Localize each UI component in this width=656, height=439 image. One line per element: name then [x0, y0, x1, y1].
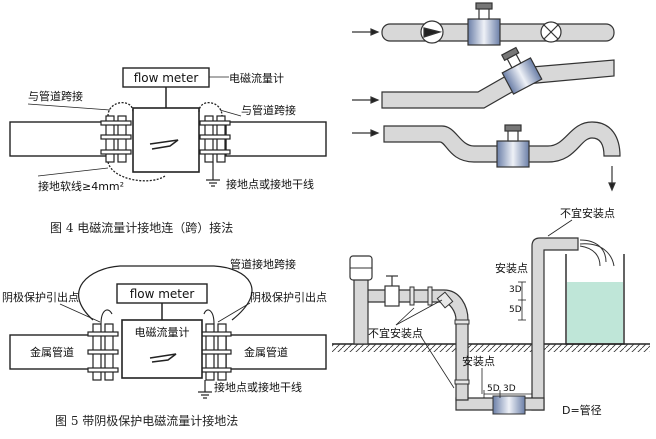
- fig5-ground-icon: [198, 391, 212, 399]
- fig5-right-flange: [200, 323, 232, 381]
- fig5-left-pipe: [9, 334, 95, 370]
- fig4-meter-name-label: 电磁流量计: [229, 71, 284, 85]
- fig4-ground-label: 接地点或接地干线: [226, 177, 314, 191]
- fig4-meter-box: [122, 67, 210, 88]
- fig5-meter-box: [116, 283, 208, 304]
- flow-arrow-icon: [370, 28, 380, 36]
- fig4-caption: 图 4 电磁流量计接地连（跨）接法: [50, 220, 233, 235]
- fig4-soft-wire: [107, 161, 166, 182]
- fig4-right-cross-label: 与管道跨接: [241, 103, 296, 117]
- row2-pipe: [381, 59, 615, 109]
- fig5-caption: 图 5 带阴极保护电磁流量计接地法: [55, 413, 238, 428]
- tank-water: [567, 282, 623, 343]
- pipe-layouts: [352, 2, 621, 192]
- dim-5d-label: 5D: [509, 305, 522, 315]
- fig4-right-pipe: [225, 121, 327, 157]
- fig4-left-cross-label: 与管道跨接: [28, 89, 83, 103]
- not-suitable-label: 不宜安装点: [368, 326, 423, 340]
- fig4-meter-body: [132, 107, 200, 173]
- not-suitable-top-label: 不宜安装点: [560, 206, 615, 220]
- fig4-ground-icon: [206, 179, 220, 187]
- outlet-spray: [579, 239, 615, 267]
- figure-5: 管道接地跨接 金属管道 金属管道 电磁流量计 flow meter: [2, 257, 327, 428]
- fig4-meter-box-label: flow meter: [134, 71, 199, 85]
- tank-wall: [565, 254, 625, 345]
- dim-3d-label: 3D: [509, 285, 522, 295]
- left-column: [353, 269, 369, 345]
- row2-meter: [500, 46, 543, 95]
- fig5-right-pipe-label: 金属管道: [244, 345, 288, 359]
- d-legend-label: D=管径: [562, 403, 602, 417]
- fig5-right-cathodic-label: 阴极保护引出点: [250, 290, 327, 304]
- fig4-left-pipe: [9, 121, 109, 157]
- fig5-left-cathodic-label: 阴极保护引出点: [2, 290, 79, 304]
- ground-hatch: [332, 344, 650, 352]
- row3-meter: [496, 140, 530, 168]
- dim-3d-bottom-label: 3D: [503, 384, 516, 394]
- fig4-soft-wire-label: 接地软线≥4mm²: [38, 179, 124, 193]
- install-point-label-2: 安装点: [462, 354, 495, 368]
- fig5-left-flange: [87, 323, 119, 381]
- valve-icon: [384, 275, 400, 307]
- fig5-meter-name-label: 电磁流量计: [135, 325, 190, 339]
- fig5-flow-arrow-icon: [149, 353, 177, 363]
- install-flanges: [409, 286, 470, 385]
- fig5-ground-cross-wire: [78, 265, 253, 321]
- bottom-meter: [492, 395, 526, 415]
- fig4-left-cross-wire: [107, 102, 134, 117]
- fig4-flow-arrow-icon: [149, 139, 179, 150]
- row1-meter: [467, 18, 501, 46]
- dim-5d-bottom-label: 5D: [487, 384, 500, 394]
- install-point-label-1: 安装点: [495, 261, 528, 275]
- fig5-pipe-ground-cross-label: 管道接地跨接: [230, 257, 296, 271]
- fig5-ground-label: 接地点或接地干线: [214, 380, 302, 394]
- figure-4: flow meter 电磁流量计 与管道跨接 与管道跨接 接地软线≥4mm² 接…: [9, 67, 327, 235]
- fig5-left-pipe-label: 金属管道: [30, 345, 74, 359]
- fig4-right-flange: [199, 115, 231, 163]
- fig5-meter-box-label: flow meter: [130, 287, 195, 301]
- install-diagram: 不宜安装点 安装点 3D 5D: [332, 206, 650, 417]
- fig4-right-cross-wire: [198, 102, 223, 117]
- riser-pipe: [531, 237, 579, 411]
- fig4-left-flange: [100, 115, 132, 163]
